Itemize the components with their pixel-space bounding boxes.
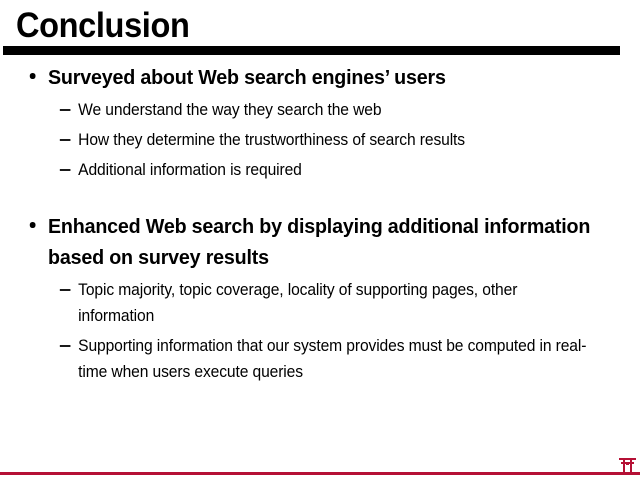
torii-top-bar (619, 458, 636, 461)
sub-item-2-2-label: Supporting information that our system p… (78, 337, 587, 381)
footer-red-rule (0, 472, 640, 475)
torii-center-cap (626, 463, 629, 466)
sub-item-2-2: Supporting information that our system p… (0, 333, 618, 385)
dash-icon (59, 289, 71, 291)
dash-icon (59, 139, 71, 141)
torii-gate-logo-icon (619, 457, 636, 474)
torii-second-bar (621, 462, 634, 464)
torii-right-leg (630, 459, 633, 473)
bullet-item-1-label: Surveyed about Web search engines’ users (48, 66, 446, 89)
bullet-dot-icon (29, 222, 36, 228)
dash-icon (59, 169, 71, 171)
sub-item-1-1-label: We understand the way they search the we… (78, 101, 382, 119)
torii-left-leg (623, 459, 626, 473)
title-underline-bar (3, 46, 620, 55)
sub-item-1-2-label: How they determine the trustworthiness o… (78, 131, 465, 149)
dash-icon (59, 345, 71, 347)
bullet-item-2: Enhanced Web search by displaying additi… (0, 211, 614, 273)
sub-item-1-3-label: Additional information is required (78, 161, 302, 179)
bullet-item-2-label: Enhanced Web search by displaying additi… (48, 215, 591, 269)
group-spacer (0, 183, 640, 211)
slide-title-block: Conclusion (0, 0, 640, 58)
sub-item-2-1: Topic majority, topic coverage, locality… (0, 277, 618, 329)
sub-item-1-1: We understand the way they search the we… (0, 97, 618, 123)
bullet-item-1: Surveyed about Web search engines’ users (0, 62, 614, 93)
bullet-dot-icon (29, 73, 36, 79)
sub-item-1-3: Additional information is required (0, 157, 618, 183)
dash-icon (59, 109, 71, 111)
slide-body: Surveyed about Web search engines’ users… (0, 62, 640, 385)
page-title: Conclusion (16, 6, 190, 45)
sub-item-2-1-label: Topic majority, topic coverage, locality… (78, 281, 518, 325)
sub-item-1-2: How they determine the trustworthiness o… (0, 127, 618, 153)
